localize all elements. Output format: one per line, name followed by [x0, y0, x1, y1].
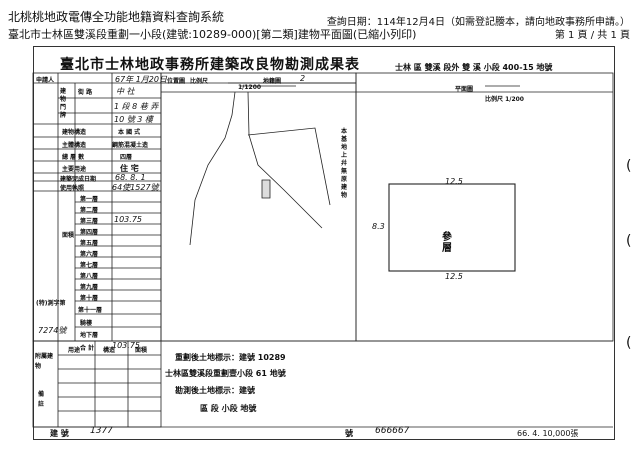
district-line: 區 段 小段 地號 — [200, 404, 257, 413]
dimension-side: 8.3 — [372, 222, 385, 231]
scroll-mark-1: ( — [626, 158, 632, 174]
license-label: 使用執照 — [60, 185, 85, 192]
annex-col-structure: 構造 — [103, 347, 116, 354]
floor-10-label: 第十層 — [80, 295, 99, 302]
use-license: 64使1527號 — [112, 183, 159, 192]
street-value: 中 社 — [116, 87, 135, 96]
redivision-line-1: 重劃後土地標示：建號 10289 — [175, 353, 286, 362]
usage-value: 住 宅 — [120, 164, 139, 173]
scroll-mark-2: ( — [626, 233, 632, 249]
survey-no-value: 7274號 — [38, 326, 67, 335]
section-value: 1 段 8 巷 弄 — [114, 102, 159, 111]
floors-label: 總 層 數 — [62, 154, 85, 161]
floor-7-label: 第七層 — [80, 262, 99, 269]
map-sheet-no: 2 — [300, 74, 306, 83]
right-note: 本基地上幷無原建物 — [341, 128, 348, 199]
floor-3-area: 103.75 — [114, 215, 142, 224]
applicant-label: 申請人 — [36, 77, 55, 84]
sheet-no-label: 號 — [345, 429, 353, 438]
dimension-bottom: 12.5 — [445, 272, 463, 281]
survey-no-label: (特)測字第 — [36, 300, 66, 307]
annex-label: 附屬建物 — [35, 353, 54, 370]
site-plan-label: 位置圖 — [167, 78, 186, 85]
floor-scale: 比例尺 1/200 — [485, 96, 524, 103]
survey-document — [33, 46, 615, 440]
scale-prefix: 比例尺 — [190, 78, 209, 85]
scale-value: 1/1200 — [238, 84, 262, 91]
structure-value: 本 國 式 — [118, 129, 141, 136]
scroll-mark-3: ( — [626, 335, 632, 351]
floor-9-label: 第九層 — [80, 284, 99, 291]
query-date: 查詢日期：114年12月4日（如需登記謄本，請向地政事務所申請。） — [326, 17, 630, 28]
main-use-value: 鋼筋混凝土造 — [112, 142, 149, 149]
floor-plan-level: 參層 — [442, 232, 452, 254]
floor-8-label: 第八層 — [80, 273, 99, 280]
total-label: 合 計 — [80, 345, 95, 352]
floor-4-label: 第四層 — [80, 229, 99, 236]
main-use-label: 主體構造 — [62, 142, 87, 149]
map-sheet-label: 地籍圖 — [263, 78, 282, 85]
redivision-line-2: 士林區雙溪段重劃壹小段 61 地號 — [165, 369, 286, 378]
print-code: 66. 4. 10,000張 — [517, 429, 579, 438]
annex-col-use: 用途 — [68, 347, 81, 354]
building-no-value: 1377 — [90, 426, 113, 436]
survey-marks-line: 勘測後土地標示：建號 — [175, 386, 255, 395]
document-subtitle: 臺北市士林區雙溪段重劃一小段(建號:10289-000)[第二類]建物平面圖(已… — [8, 28, 417, 41]
dimension-top: 12.5 — [445, 177, 463, 186]
floor-6-label: 第六層 — [80, 251, 99, 258]
system-title: 北桃桃地政電傳全功能地籍資料查詢系統 — [8, 10, 225, 24]
document-title: 臺北市士林地政事務所建築改良物勘測成果表 — [60, 57, 360, 73]
application-date: 67年 1月20日 — [115, 75, 167, 84]
address-label: 建 物 門 牌 — [60, 88, 67, 119]
annex-col-area: 面積 — [135, 347, 148, 354]
note-label: 備註 — [38, 391, 45, 408]
floor-5-label: 第五層 — [80, 240, 99, 247]
structure-label: 建物構造 — [62, 129, 87, 136]
page-indicator: 第 1 頁 / 共 1 頁 — [554, 30, 630, 41]
sheet-no-value: 666667 — [375, 426, 410, 436]
floor-area-label: 面積 — [62, 232, 75, 239]
floor-plan-label: 平面圖 — [455, 86, 474, 93]
street-label: 街 路 — [78, 89, 93, 96]
floor-11-label: 第十一層 — [78, 307, 103, 314]
completion-date: 68. 8. 1 — [115, 173, 146, 182]
basement-label: 地下層 — [80, 332, 99, 339]
usage-label: 主要用途 — [62, 166, 87, 173]
number-value: 10 號 3 樓 — [114, 115, 153, 124]
arcade-label: 騎樓 — [80, 320, 93, 327]
floor-3-label: 第三層 — [80, 218, 99, 225]
building-no-label: 建 號 — [50, 429, 69, 438]
total-value: 103.75 — [112, 341, 140, 350]
floors-value: 四層 — [120, 154, 133, 161]
floor-1-label: 第一層 — [80, 196, 99, 203]
location-line: 士林 區 雙溪 段外 雙 溪 小段 400-15 地號 — [395, 63, 553, 72]
floor-2-label: 第二層 — [80, 207, 99, 214]
date-label: 建築完成日期 — [60, 176, 97, 183]
